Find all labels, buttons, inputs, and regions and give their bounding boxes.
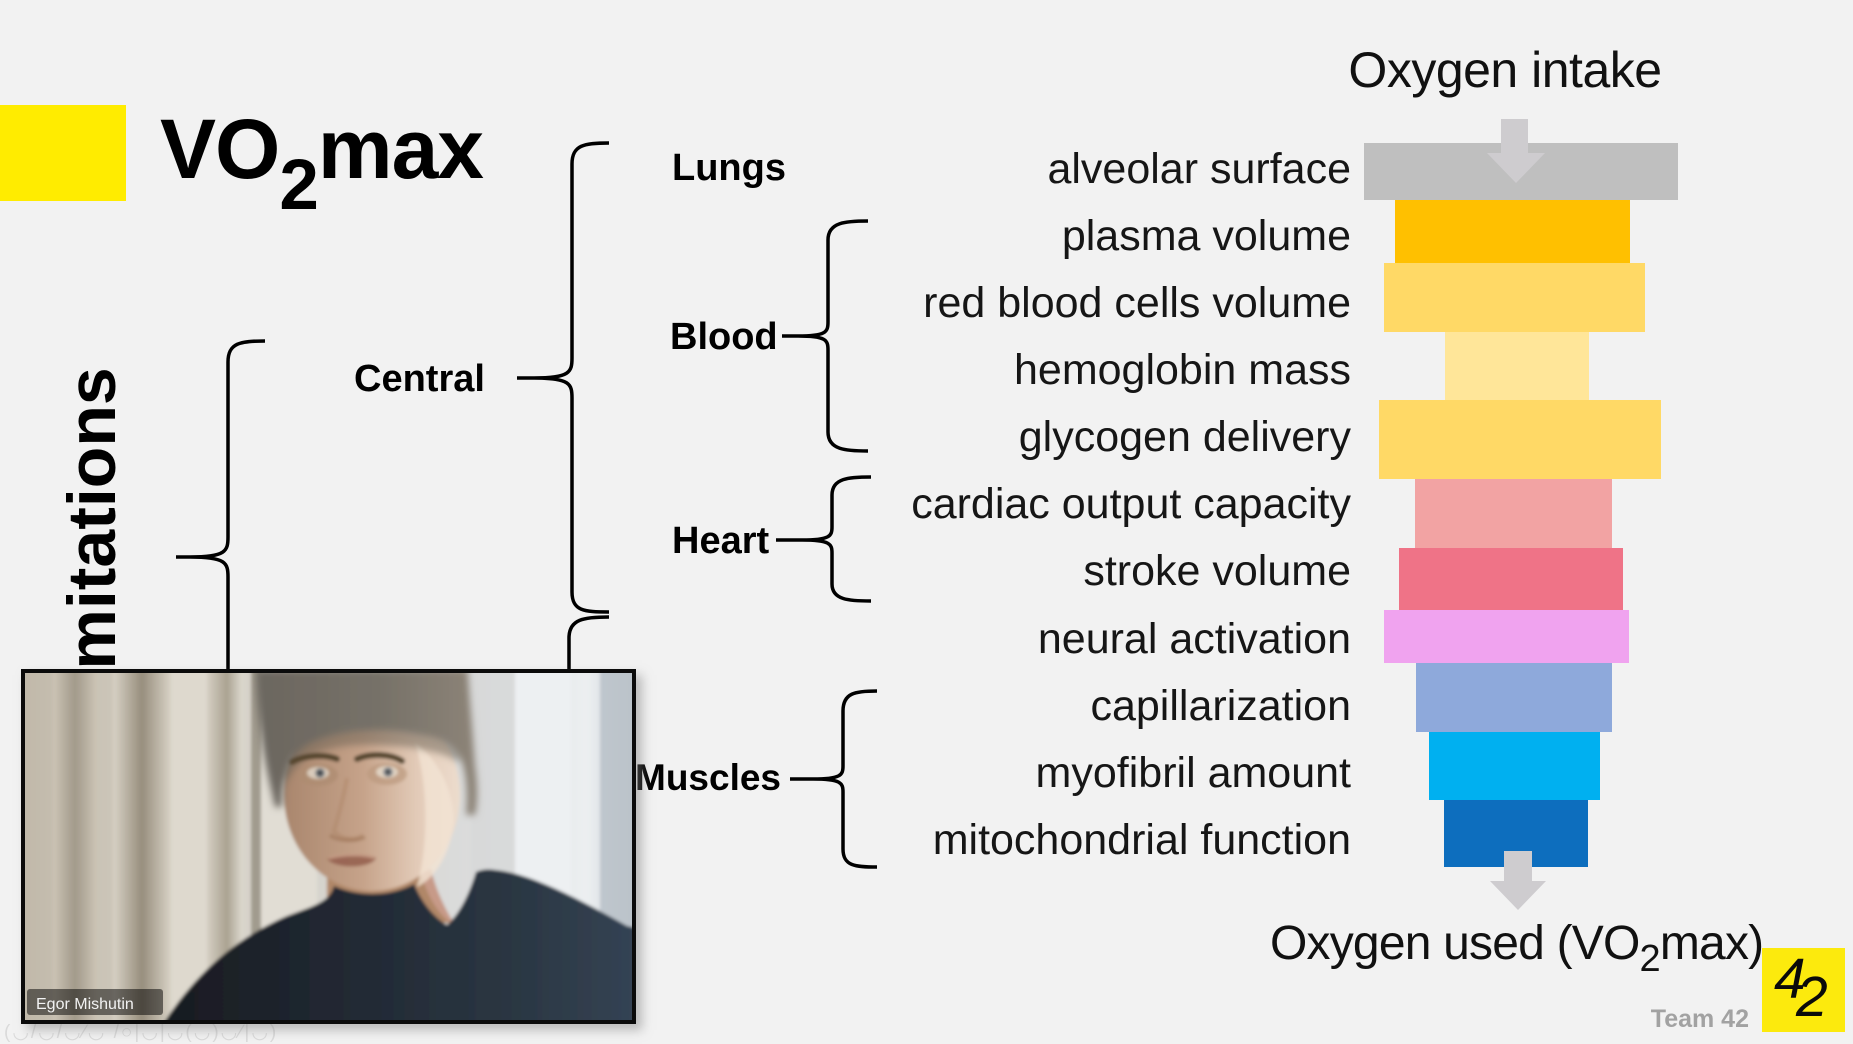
svg-text:Egor Mishutin: Egor Mishutin <box>36 996 134 1013</box>
